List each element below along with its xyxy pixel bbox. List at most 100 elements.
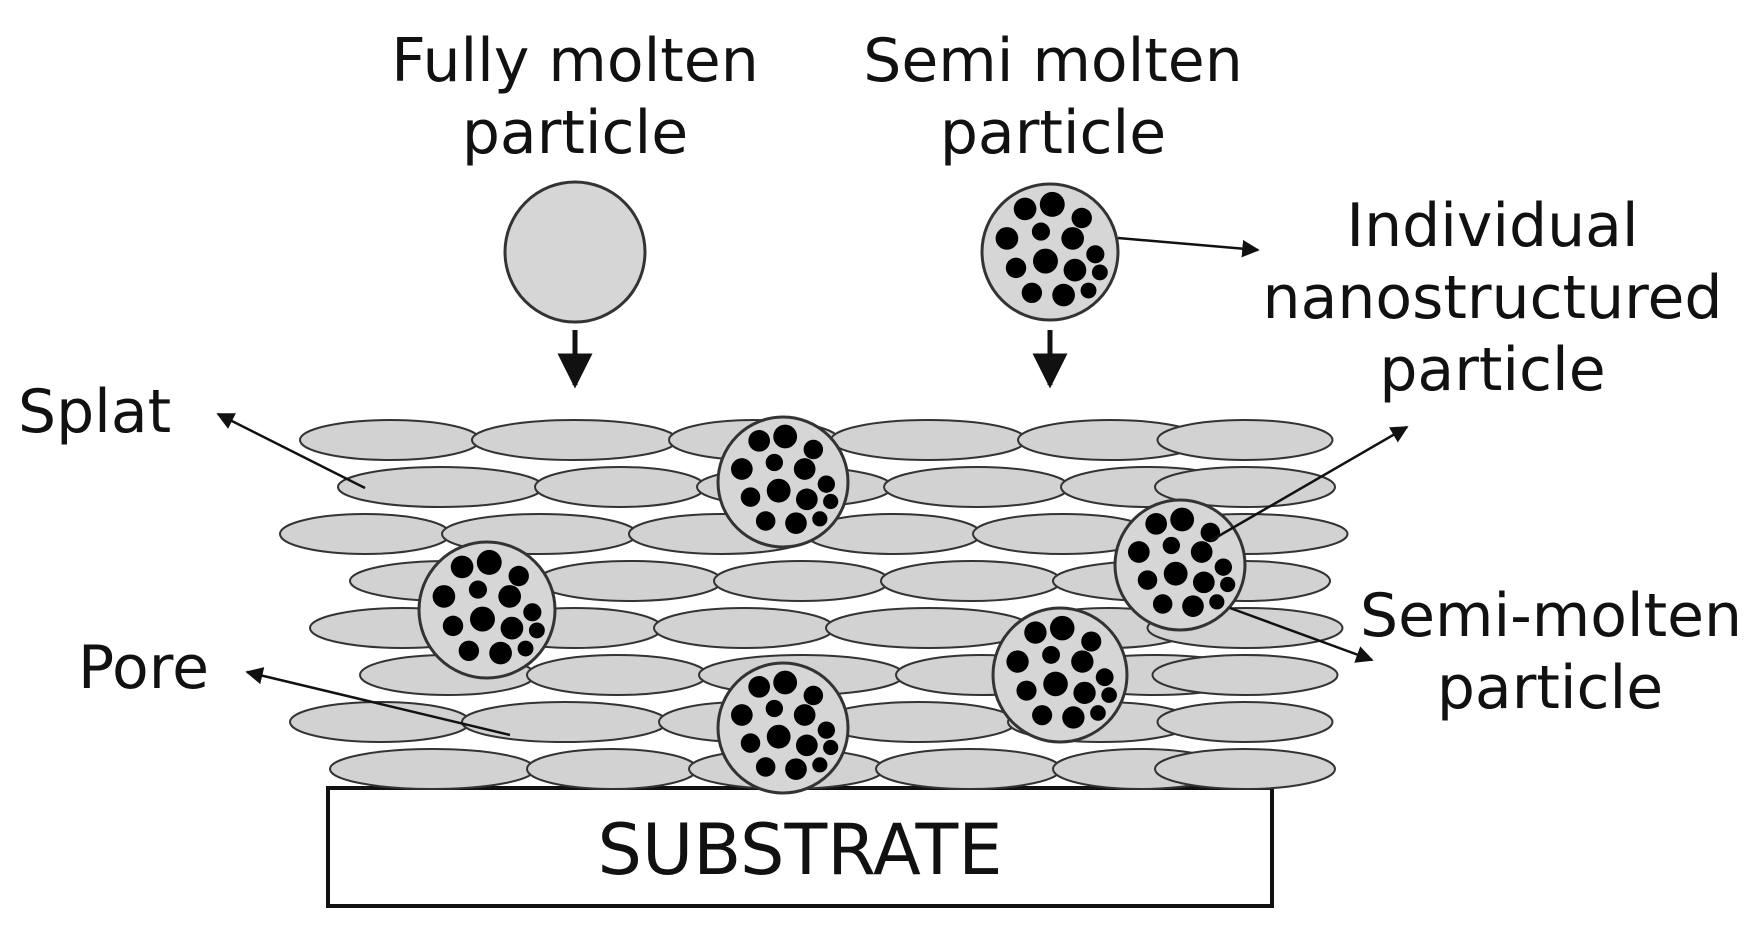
- nanoparticle-dot: [1190, 541, 1213, 563]
- splat-lamella: [1154, 748, 1336, 790]
- nanoparticle-dot: [442, 615, 464, 637]
- nanoparticle-dot: [1052, 283, 1075, 307]
- nanoparticle-dot: [766, 478, 791, 503]
- nanoparticle-dot: [1043, 671, 1068, 697]
- splat-lamella: [820, 701, 1017, 743]
- nanoparticle-dot: [1209, 594, 1225, 610]
- nanoparticle-dot: [1200, 522, 1221, 543]
- nanoparticle-dot: [755, 757, 776, 777]
- nanoparticle-dot: [1095, 668, 1114, 687]
- nanoparticle-dot: [773, 424, 798, 449]
- nanoparticle-dot: [748, 676, 771, 698]
- nanoparticle-dot: [1182, 595, 1204, 618]
- splat-lamella: [1156, 419, 1334, 461]
- nanoparticle-dot: [823, 493, 839, 510]
- nanoparticle-dot: [1101, 687, 1117, 703]
- pore-label: Pore: [78, 633, 210, 703]
- splat-lamella: [526, 748, 698, 790]
- nanoparticle-dot: [1024, 621, 1047, 644]
- nanoparticle-dot: [731, 704, 753, 726]
- semi-molten-hyphen-label: Semi-molten particle: [1360, 580, 1742, 724]
- nanoparticle-dot: [498, 585, 521, 608]
- nanoparticle-dot: [1071, 207, 1092, 229]
- nanoparticle-dot: [1063, 258, 1087, 282]
- nanoparticle-dot: [1071, 650, 1094, 673]
- splat-lamella: [713, 560, 890, 602]
- semi-molten-label-line2: particle: [939, 98, 1167, 168]
- splat-lamella: [534, 466, 706, 508]
- splat-lamella: [337, 466, 544, 508]
- splat-pointer-arrow: [216, 412, 366, 490]
- nanoparticle-dot: [1062, 706, 1085, 729]
- nanoparticle-dot: [1162, 536, 1181, 555]
- splat-lamella: [830, 419, 1027, 461]
- nanoparticle-dot: [1152, 594, 1173, 614]
- nanoparticle-dot: [1049, 615, 1075, 641]
- nanoparticle-dot: [1042, 645, 1060, 664]
- nanoparticle-dot: [817, 475, 835, 493]
- nanoparticle-dot: [1145, 513, 1167, 535]
- nanoparticle-dot: [1086, 245, 1105, 264]
- nanoparticle-dot: [765, 699, 783, 718]
- nanoparticle-dot: [755, 511, 776, 531]
- top-right-particle-arrow: [1209, 425, 1409, 543]
- nanoparticle-dot: [523, 603, 542, 622]
- splat-lamella: [1154, 466, 1336, 508]
- nanoparticle-dot: [1021, 282, 1043, 303]
- semi-molten-incoming-particle: [980, 182, 1120, 322]
- nanoparticle-dot: [812, 511, 828, 527]
- splat-lamella: [471, 419, 678, 461]
- splat-lamella: [526, 654, 708, 696]
- nanoparticle-dot: [1006, 650, 1029, 673]
- nanoparticle-dot: [1091, 264, 1108, 281]
- nanoparticle-dot: [1032, 705, 1053, 726]
- splat-lamella: [289, 701, 471, 743]
- nanoparticle-dot: [803, 685, 824, 706]
- nanoparticle-dot: [1220, 576, 1236, 593]
- nanoparticle-dot: [450, 555, 474, 579]
- nanoparticle-dot: [1193, 571, 1215, 594]
- nanoparticle-dot: [731, 458, 753, 480]
- substrate-block: [326, 786, 1274, 908]
- nanoparticle-dot: [1128, 541, 1150, 563]
- nanoparticle-dot: [508, 565, 529, 587]
- splat-label: Splat: [18, 377, 172, 447]
- splat-lamella: [880, 560, 1062, 602]
- semi-molten-pointer-arrow: [1229, 606, 1374, 663]
- semi-molten-label: Semi molten particle: [858, 25, 1248, 169]
- nanoparticle-dot: [748, 430, 771, 452]
- nanoparticle-dot: [489, 641, 512, 665]
- nanoparticle-dot: [528, 622, 545, 639]
- nanoparticle-dot: [796, 734, 818, 757]
- substrate-label: SUBSTRATE: [597, 809, 1003, 891]
- nanoparticle-dot: [500, 616, 524, 640]
- nanoparticle-dot: [1163, 561, 1188, 586]
- splat-lamella: [299, 419, 481, 461]
- nanoparticle-dot: [468, 580, 487, 599]
- splat-lamella: [536, 560, 723, 602]
- nanoparticle-dot: [812, 757, 828, 773]
- nanoparticle-dot: [1005, 257, 1027, 279]
- individual-nanostructured-label: Individual nanostructured particle: [1255, 190, 1730, 406]
- nanoparticle-dot: [823, 739, 839, 756]
- nanoparticle-dot: [1031, 222, 1050, 241]
- semi-molten-label-line1: Semi molten: [863, 26, 1243, 96]
- nanoparticle-dot: [785, 758, 807, 781]
- nanoparticle-dot: [1033, 248, 1058, 274]
- nanoparticle-dot: [803, 439, 824, 460]
- individual-nanostructured-arrow: [1117, 236, 1260, 258]
- embedded-particles: [417, 415, 1247, 795]
- nanoparticle-dot: [785, 512, 807, 535]
- nanoparticle-dot: [1061, 227, 1084, 250]
- nanoparticle-dot: [773, 670, 798, 695]
- nanoparticle-dot: [817, 721, 835, 739]
- fully-molten-label-line2: particle: [461, 98, 689, 168]
- splat-lamella: [461, 701, 668, 743]
- nanoparticle-dot: [1090, 705, 1106, 721]
- fully-molten-label-line1: Fully molten: [391, 26, 759, 96]
- nanoparticle-dot: [995, 227, 1019, 250]
- nanoparticle-dot: [793, 704, 816, 726]
- nanoparticle-dot: [1137, 570, 1158, 590]
- nanoparticle-dot: [793, 458, 816, 480]
